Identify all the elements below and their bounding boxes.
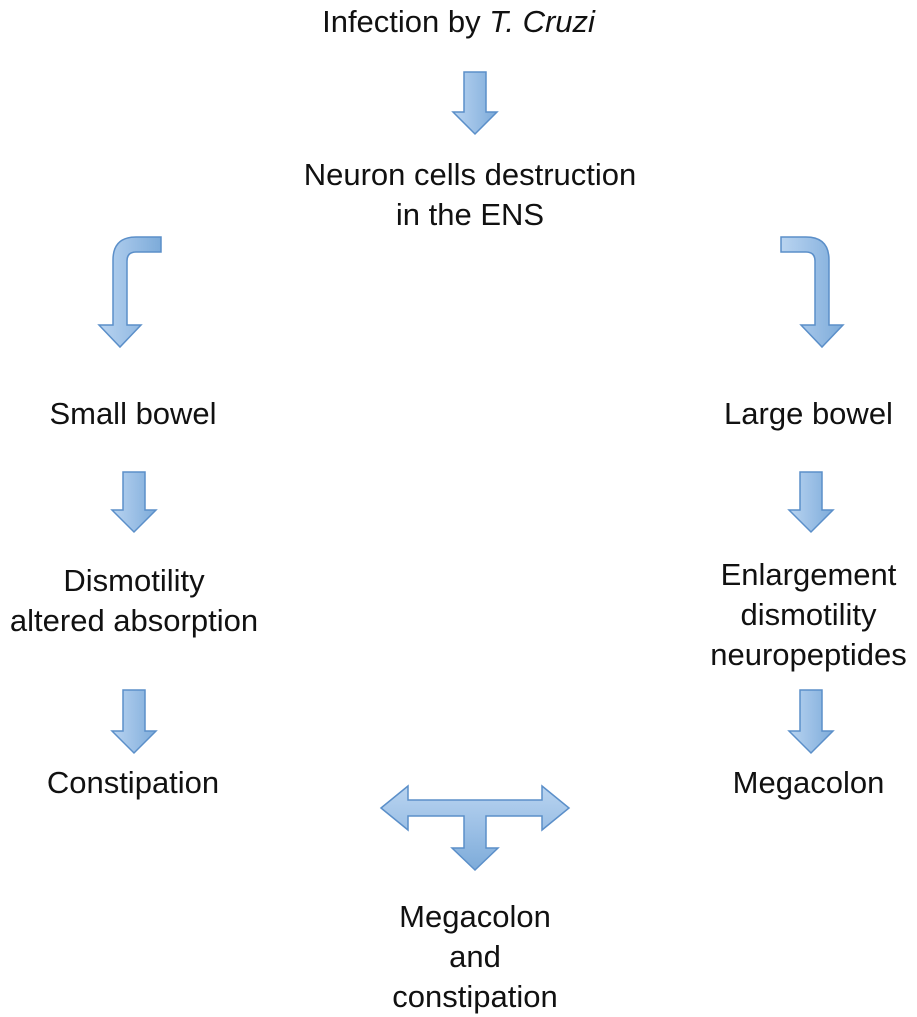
arrow-double-t (379, 784, 571, 872)
large-bowel-effect-2: dismotility (740, 597, 877, 632)
top-label-italic: T. Cruzi (489, 4, 595, 39)
small-bowel-text: Small bowel (49, 396, 217, 431)
center-line-2: in the ENS (395, 197, 545, 232)
small-bowel-effect-2: altered absorption (9, 603, 259, 638)
center-label: Neuron cells destruction in the ENS (245, 155, 695, 235)
large-bowel-effect-1: Enlargement (720, 557, 897, 592)
top-label: Infection by T. Cruzi (0, 2, 917, 42)
arrow-bend-left (97, 236, 162, 349)
top-label-prefix: Infection by (322, 4, 490, 39)
large-bowel-label: Large bowel (700, 394, 917, 434)
constipation-text: Constipation (46, 765, 220, 800)
arrow-bend-right (780, 236, 845, 349)
small-bowel-effect-1: Dismotility (63, 563, 205, 598)
combined-line-1: Megacolon (399, 899, 551, 934)
large-bowel-effect-3: neuropeptides (710, 637, 907, 672)
constipation-label: Constipation (0, 763, 266, 803)
arrow-down-top (451, 71, 499, 136)
megacolon-label: Megacolon (700, 763, 917, 803)
arrow-down-right-1 (787, 471, 835, 534)
small-bowel-label: Small bowel (0, 394, 266, 434)
arrow-down-left-2 (110, 689, 158, 755)
center-line-1: Neuron cells destruction (303, 157, 637, 192)
large-bowel-effects: Enlargement dismotility neuropeptides (700, 555, 917, 675)
small-bowel-effects: Dismotility altered absorption (0, 561, 268, 641)
combined-line-2: and (449, 939, 501, 974)
combined-line-3: constipation (392, 979, 558, 1014)
arrow-down-right-2 (787, 689, 835, 755)
megacolon-text: Megacolon (732, 765, 885, 800)
combined-label: Megacolon and constipation (325, 897, 625, 1017)
large-bowel-text: Large bowel (724, 396, 893, 431)
arrow-down-left-1 (110, 471, 158, 534)
